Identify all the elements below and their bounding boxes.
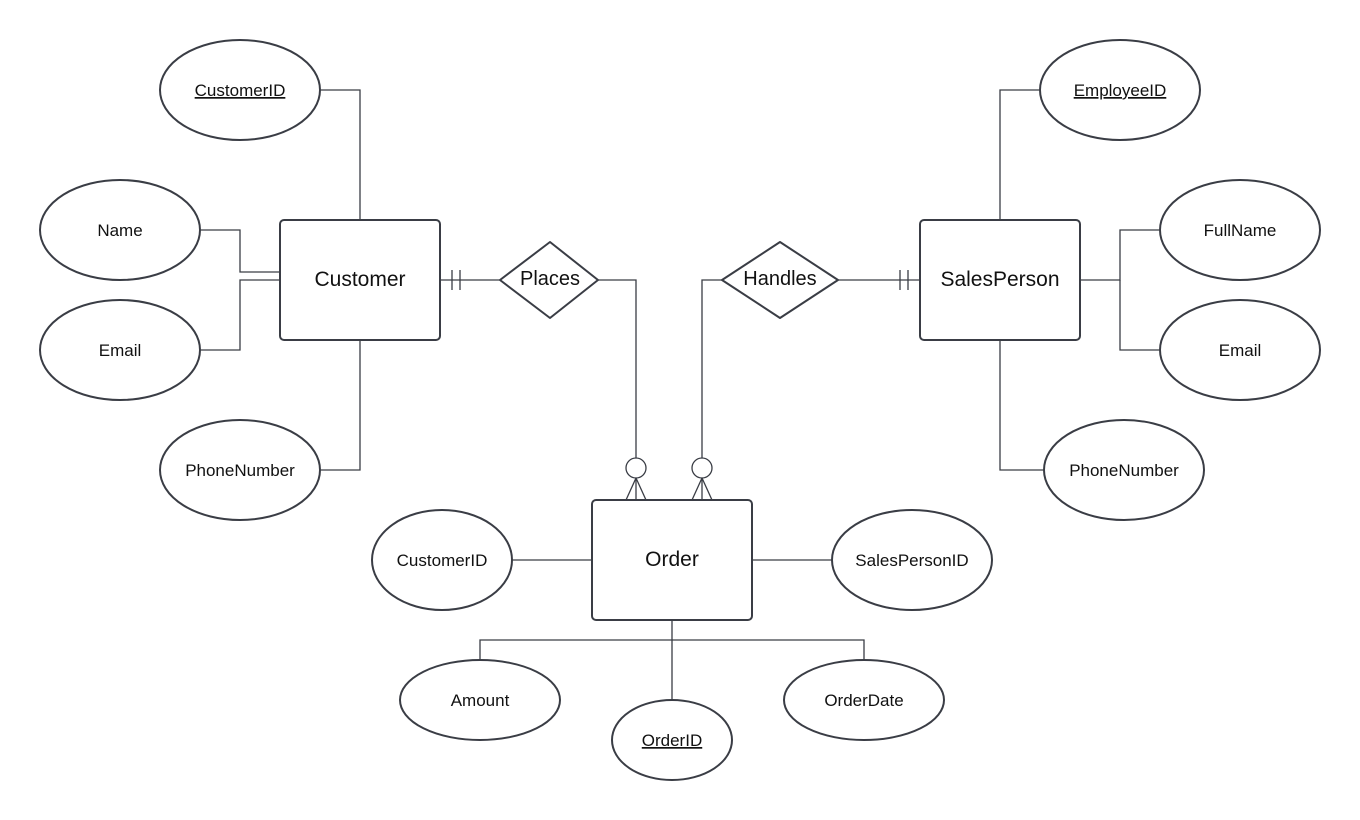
connector-order-orderdate	[672, 639, 865, 660]
relationship-places[interactable]: Places	[499, 241, 599, 319]
connector-salesperson-fullname	[1080, 229, 1160, 281]
attr-customer-email-label: Email	[99, 341, 142, 360]
cardinality-zero-many-handles	[691, 457, 713, 501]
attr-customer-customerid-label: CustomerID	[195, 81, 286, 100]
entity-order-label: Order	[645, 548, 699, 571]
entity-order[interactable]: Order	[591, 499, 753, 621]
attr-salesperson-email-label: Email	[1219, 341, 1262, 360]
attr-salesperson-fullname-label: FullName	[1204, 221, 1277, 240]
connector-places-order	[598, 279, 637, 458]
connector-salesperson-employeeid	[999, 89, 1040, 220]
cardinality-one-only-customer	[451, 270, 461, 290]
connector-customer-phone	[320, 340, 361, 471]
attr-order-customerid[interactable]: CustomerID	[371, 509, 513, 611]
attr-customer-customerid[interactable]: CustomerID	[159, 39, 321, 141]
connector-salesperson-phone	[999, 340, 1044, 471]
attr-order-amount-label: Amount	[451, 691, 510, 710]
attr-salesperson-fullname[interactable]: FullName	[1159, 179, 1321, 281]
attr-customer-email[interactable]: Email	[39, 299, 201, 401]
attr-order-orderid[interactable]: OrderID	[611, 699, 733, 781]
attr-order-customerid-label: CustomerID	[397, 551, 488, 570]
attr-salesperson-email[interactable]: Email	[1159, 299, 1321, 401]
attr-order-orderid-label: OrderID	[642, 731, 702, 750]
connector-handles-order	[701, 279, 722, 458]
attr-customer-name[interactable]: Name	[39, 179, 201, 281]
relationship-handles[interactable]: Handles	[721, 241, 839, 319]
attr-order-orderdate[interactable]: OrderDate	[783, 659, 945, 741]
connector-customer-name	[200, 229, 280, 273]
connector-customer-email	[200, 279, 280, 351]
connector-salesperson-email	[1119, 280, 1160, 351]
attr-order-amount[interactable]: Amount	[399, 659, 561, 741]
attr-order-salespersonid-label: SalesPersonID	[855, 551, 968, 570]
connector-order-amount	[479, 620, 673, 660]
attr-salesperson-employeeid[interactable]: EmployeeID	[1039, 39, 1201, 141]
attr-customer-phone-label: PhoneNumber	[185, 461, 295, 480]
attr-customer-name-label: Name	[97, 221, 142, 240]
attr-salesperson-phone-label: PhoneNumber	[1069, 461, 1179, 480]
cardinality-one-only-salesperson	[899, 270, 909, 290]
entity-salesperson[interactable]: SalesPerson	[919, 219, 1081, 341]
cardinality-zero-many-places	[625, 457, 647, 501]
connector-customer-customerid	[318, 89, 361, 220]
connectors	[200, 89, 1160, 700]
attr-salesperson-employeeid-label: EmployeeID	[1074, 81, 1167, 100]
attr-salesperson-phone[interactable]: PhoneNumber	[1043, 419, 1205, 521]
attr-customer-phone[interactable]: PhoneNumber	[159, 419, 321, 521]
relationship-places-label: Places	[520, 268, 580, 290]
relationship-handles-label: Handles	[743, 268, 816, 290]
attr-order-salespersonid[interactable]: SalesPersonID	[831, 509, 993, 611]
cardinality-marks	[451, 270, 909, 501]
entity-salesperson-label: SalesPerson	[940, 268, 1059, 291]
entity-customer-label: Customer	[314, 268, 405, 291]
attr-order-orderdate-label: OrderDate	[824, 691, 903, 710]
entity-customer[interactable]: Customer	[279, 219, 441, 341]
